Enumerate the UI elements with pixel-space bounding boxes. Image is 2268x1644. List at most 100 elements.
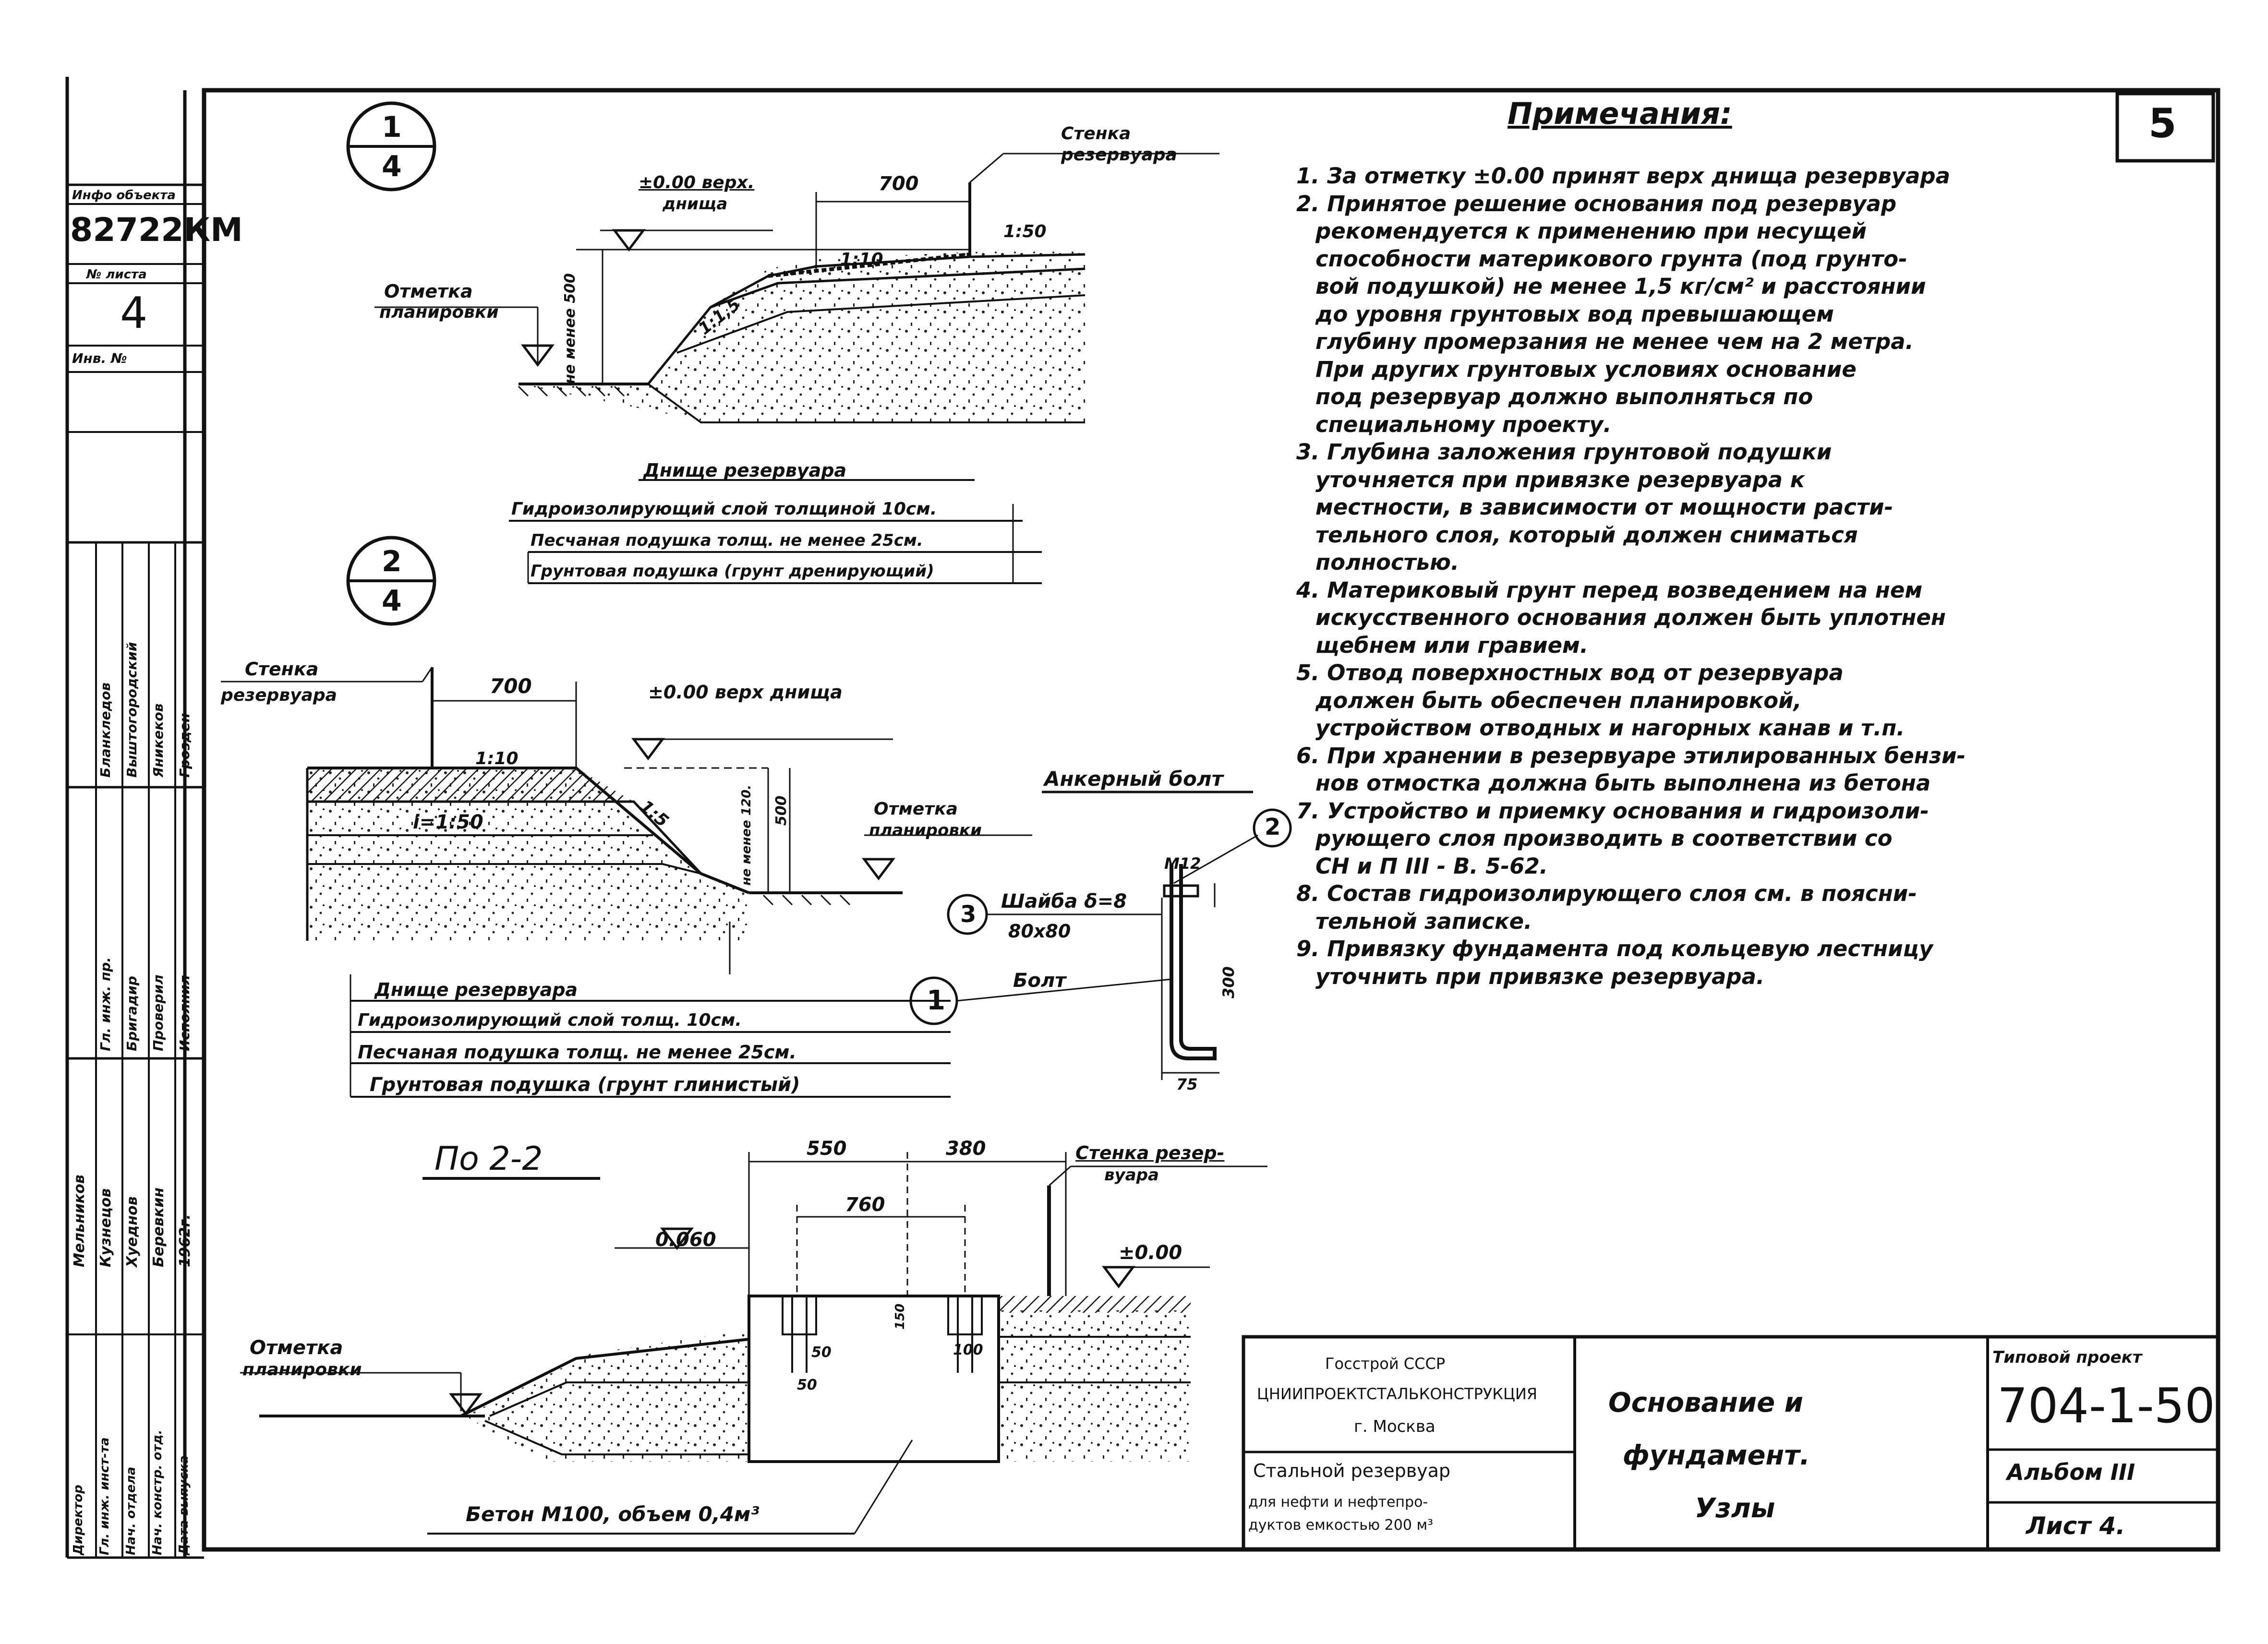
side-name2-1: Выштогородский [124,642,140,778]
note-line: под резервуар должно выполняться по [1315,384,1813,409]
detail1-wall-label-1: резервуара [1061,145,1177,165]
detail1-legend-0: Днище резервуара [643,460,847,481]
side-role2-0: Гл. инж. пр. [97,957,113,1051]
detail1-grade-label-1: планировки [379,302,499,322]
anchor-bolt: Болт [1013,970,1066,992]
detail2-dim-right-0: не менее 120. [739,785,754,886]
detail2-dim-700: 700 [490,674,532,698]
note-line: специальному проекту. [1315,411,1612,437]
side-role-0: Директор [71,1485,85,1555]
detail1-grade-label-0: Отметка [384,281,473,302]
anchor-washer: Шайба δ=8 [1001,890,1127,912]
side-stamp-code: 82722КМ [70,211,243,249]
detail1-dim-500: не менее 500 [562,273,579,384]
tb-sheet: Лист 4. [2026,1512,2125,1540]
section-dim-550: 550 [807,1138,847,1160]
anchor-title: Анкерный болт [1044,767,1223,791]
tb-obj1: Стальной резервуар [1253,1460,1451,1481]
tb-org2: ЦНИИПРОЕКТСТАЛЬКОНСТРУКЦИЯ [1257,1385,1537,1403]
note-line: вой подушкой) не менее 1,5 кг/см² и расс… [1315,274,1926,299]
detail2-num: 2 [382,545,402,578]
tb-obj2: для нефти и нефтепро- [1248,1494,1428,1511]
note-line: 7. Устройство и приемку основания и гидр… [1296,798,1929,824]
detail1-wall-label-0: Стенка [1061,124,1131,144]
detail2-den: 4 [382,584,402,618]
side-stamp-header2: № листа [86,267,147,282]
side-name2-0: Бланкледов [97,682,113,778]
section-dim-100: 100 [953,1342,983,1358]
note-line: 2. Принятое решение основания под резерв… [1296,191,1897,216]
note-line: способности материкового грунта (под гру… [1315,246,1907,272]
note-line: СН и П III - В. 5-62. [1315,853,1548,879]
detail1-legend-2: Песчаная подушка толщ. не менее 25см. [531,531,923,550]
section-title: По 2-2 [434,1140,543,1178]
tb-org1: Госстрой СССР [1325,1355,1446,1373]
note-line: тельной записке. [1315,908,1532,934]
side-name-0: Мельников [71,1175,88,1267]
detail1-top-label-1: днища [663,194,728,214]
side-name-4: 1962г. [177,1214,193,1267]
section-dim-760: 760 [845,1194,885,1216]
note-line: рекомендуется к применению при несущей [1315,218,1867,244]
tb-proj-label: Типовой проект [1992,1348,2142,1367]
side-role2-1: Бригадир [124,976,140,1051]
side-stamp-header1: Инфо объекта [72,188,176,203]
side-stamp-header3: Инв. № [72,350,127,366]
tb-proj-num: 704-1-50 [1997,1378,2215,1434]
section-dim-150: 150 [893,1303,907,1330]
side-name-2: Хуеднов [124,1196,141,1267]
tb-name2: фундамент. [1623,1440,1810,1471]
note-line: до уровня грунтовых вод превышающем [1315,301,1834,327]
section-grade-label-0: Отметка [250,1337,343,1359]
note-line: уточняется при привязке резервуара к [1315,467,1805,492]
detail2-grade-label-1: планировки [869,821,982,840]
section-dim-50a: 50 [811,1344,832,1361]
note-line: 5. Отвод поверхностных вод от резервуара [1296,660,1844,685]
anchor-callout-2: 2 [1265,814,1281,840]
detail1-legend-3: Грунтовая подушка (грунт дренирующий) [531,562,934,581]
side-role-3: Нач. констр. отд. [150,1429,165,1555]
note-line: щебнем или гравием. [1315,632,1588,658]
detail2-wall-label-0: Стенка [245,659,319,680]
detail1-slope-150: 1:50 [1003,222,1047,241]
anchor-washer-size: 80x80 [1008,921,1071,942]
section-grade-label-1: планировки [242,1360,362,1380]
side-name2-3: Грозден [177,713,193,778]
note-line: 8. Состав гидроизолирующего слоя см. в п… [1296,881,1917,906]
note-line: 9. Привязку фундамента под кольцевую лес… [1296,936,1933,961]
detail1-den: 4 [382,150,402,183]
section-concrete: Бетон М100, объем 0,4м³ [466,1502,760,1526]
side-role2-2: Проверил [150,974,166,1051]
detail2-top-label: ±0.00 верх днища [648,682,843,703]
side-role-4: Дата выпуска [177,1455,191,1555]
section-dim-50b: 50 [797,1377,817,1393]
side-name-1: Кузнецов [97,1188,114,1267]
detail2-wall-label-1: резервуара [221,685,337,705]
section-level-000: ±0.00 [1119,1242,1182,1264]
note-line: 6. При хранении в резервуаре этилированн… [1296,743,1966,768]
note-line: При других грунтовых условиях основание [1315,356,1857,382]
note-line: местности, в зависимости от мощности рас… [1315,494,1894,520]
note-line: 3. Глубина заложения грунтовой подушки [1296,439,1832,465]
detail2-slope-150: i=1:50 [413,811,483,833]
detail1-num: 1 [382,110,402,144]
note-line: 4. Материковый грунт перед возведением н… [1296,577,1923,603]
note-line: нов отмостка должна быть выполнена из бе… [1315,770,1931,796]
anchor-m12: М12 [1164,854,1201,873]
note-line: рующего слоя производить в соответствии … [1315,826,1893,851]
detail1-top-label-0: ±0.00 верх. [639,173,755,192]
note-line: глубину промерзания не менее чем на 2 ме… [1315,329,1914,354]
side-role-2: Нач. отдела [124,1466,138,1555]
side-stamp-sheet-no: 4 [120,288,148,338]
anchor-callout-3: 3 [960,901,977,928]
section-dim-380: 380 [946,1138,986,1160]
note-line: должен быть обеспечен планировкой, [1315,687,1802,713]
note-line: полностью. [1315,550,1460,575]
section-level-0060: 0.060 [655,1229,716,1251]
note-line: искусственного основания должен быть упл… [1315,605,1946,630]
anchor-dim-300: 300 [1219,966,1238,998]
note-line: 1. За отметку ±0.00 принят верх днища ре… [1296,163,1950,189]
detail2-legend-0: Днище резервуара [374,979,578,1000]
tb-album: Альбом III [2007,1459,2135,1485]
